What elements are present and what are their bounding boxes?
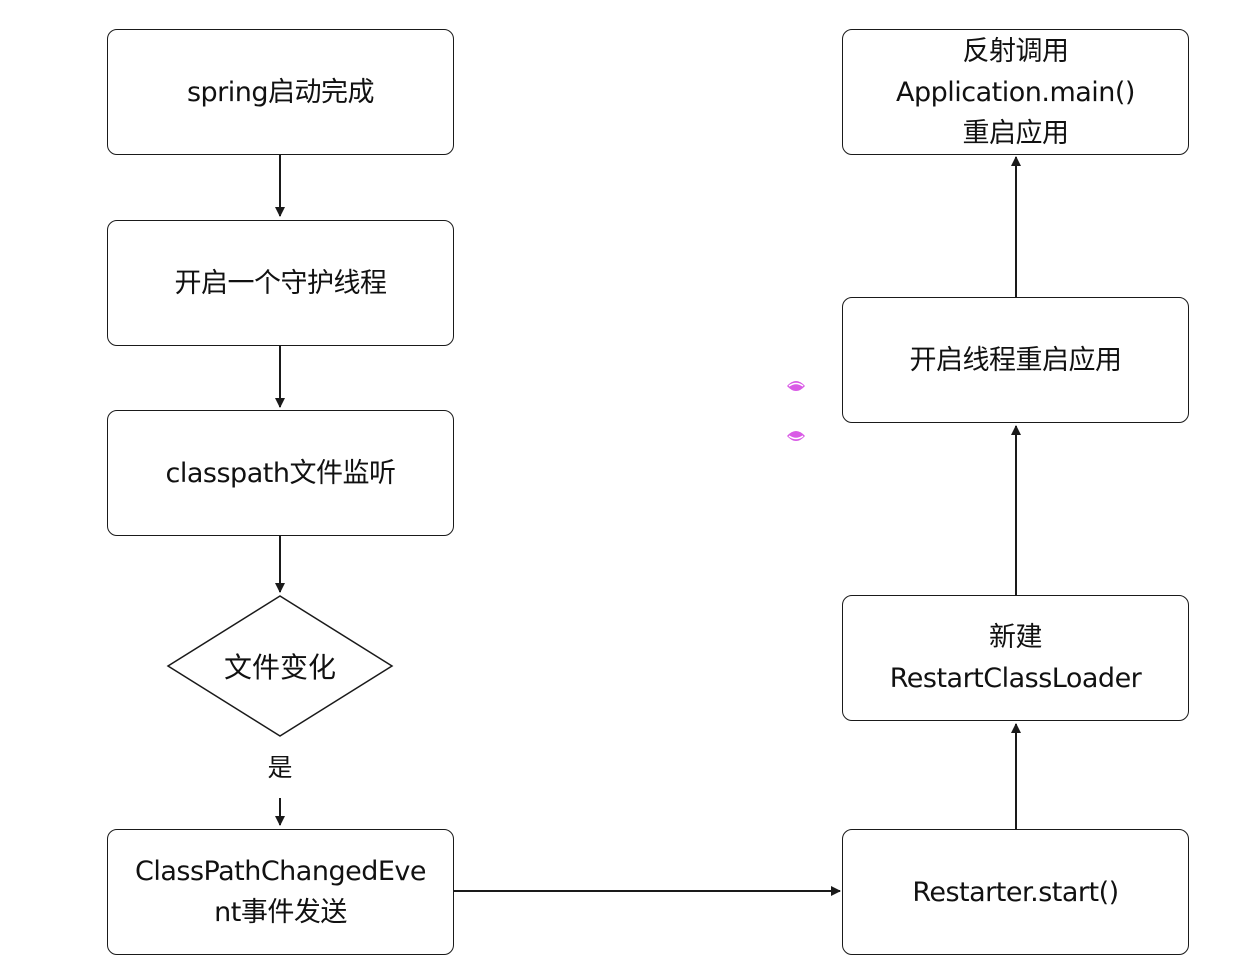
- node-text-line: 新建: [989, 622, 1043, 653]
- pink-marker-icon: [787, 381, 805, 391]
- node-text-line: Application.main(): [896, 76, 1135, 108]
- node-restart-thread: 开启线程重启应用: [842, 297, 1189, 423]
- node-text-line: classpath文件监听: [165, 457, 396, 489]
- node-text-line: 开启一个守护线程: [174, 267, 388, 299]
- decision-diamond: [166, 595, 394, 737]
- node-text-line: 反射调用: [962, 35, 1070, 67]
- node-new-loader: 新建 RestartClassLoader: [842, 595, 1189, 721]
- node-daemon-thread: 开启一个守护线程: [107, 220, 454, 346]
- node-reflect-main: 反射调用 Application.main() 重启应用: [842, 29, 1189, 155]
- node-text-line: Restarter.start(): [912, 876, 1119, 908]
- node-spring-started: spring启动完成: [107, 29, 454, 155]
- node-text-line: 文件变化: [223, 651, 336, 684]
- node-text-line: 开启线程重启应用: [909, 344, 1123, 376]
- node-text-line: spring启动完成: [186, 76, 375, 108]
- node-text-line: ClassPathChangedEve: [134, 856, 427, 887]
- decision-file-changed-label: 文件变化: [168, 596, 392, 736]
- edge-label-yes: 是: [267, 753, 293, 782]
- node-classpath-watch: classpath文件监听: [107, 410, 454, 536]
- node-text-line: RestartClassLoader: [889, 663, 1142, 694]
- node-restarter-start: Restarter.start(): [842, 829, 1189, 955]
- node-text-line: 重启应用: [962, 117, 1070, 149]
- node-event-sent: ClassPathChangedEve nt事件发送: [107, 829, 454, 955]
- node-text-line: nt事件发送: [214, 897, 347, 928]
- pink-marker-icon: [787, 431, 805, 441]
